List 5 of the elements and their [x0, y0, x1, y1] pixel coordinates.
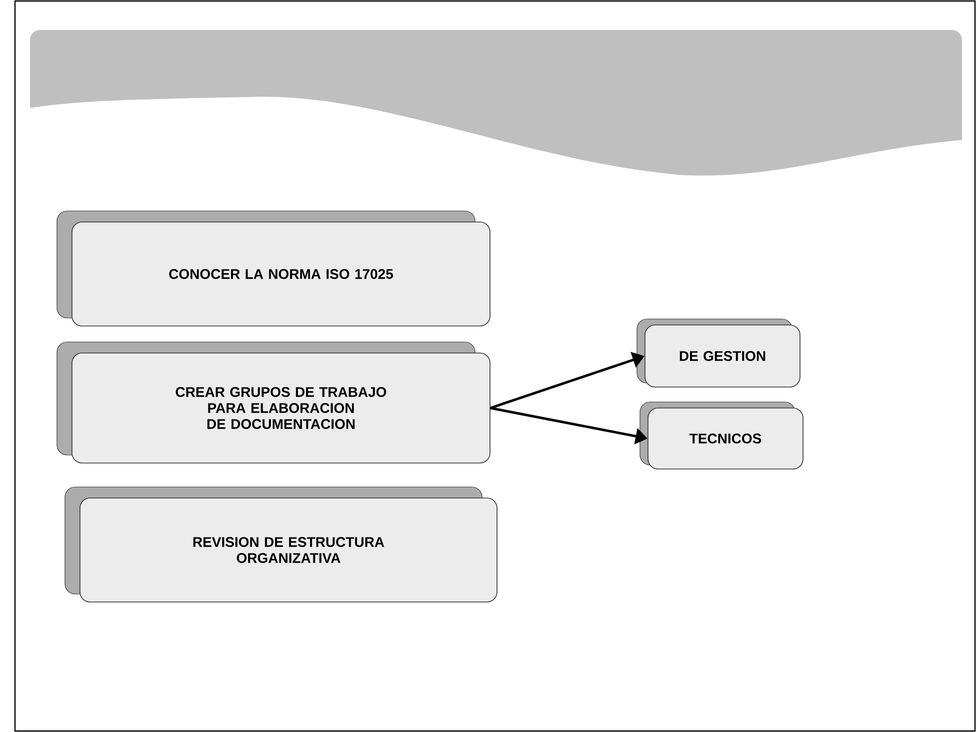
- process-box: CREAR GRUPOS DE TRABAJO PARA ELABORACION DE DOCUMENTACION: [56, 342, 490, 464]
- process-box: CONOCER LA NORMA ISO 17025: [56, 210, 490, 326]
- process-box: REVISION DE ESTRUCTURA ORGANIZATIVA: [64, 486, 498, 602]
- process-box: TECNICOS: [640, 402, 804, 470]
- process-box: DE GESTION: [636, 318, 800, 388]
